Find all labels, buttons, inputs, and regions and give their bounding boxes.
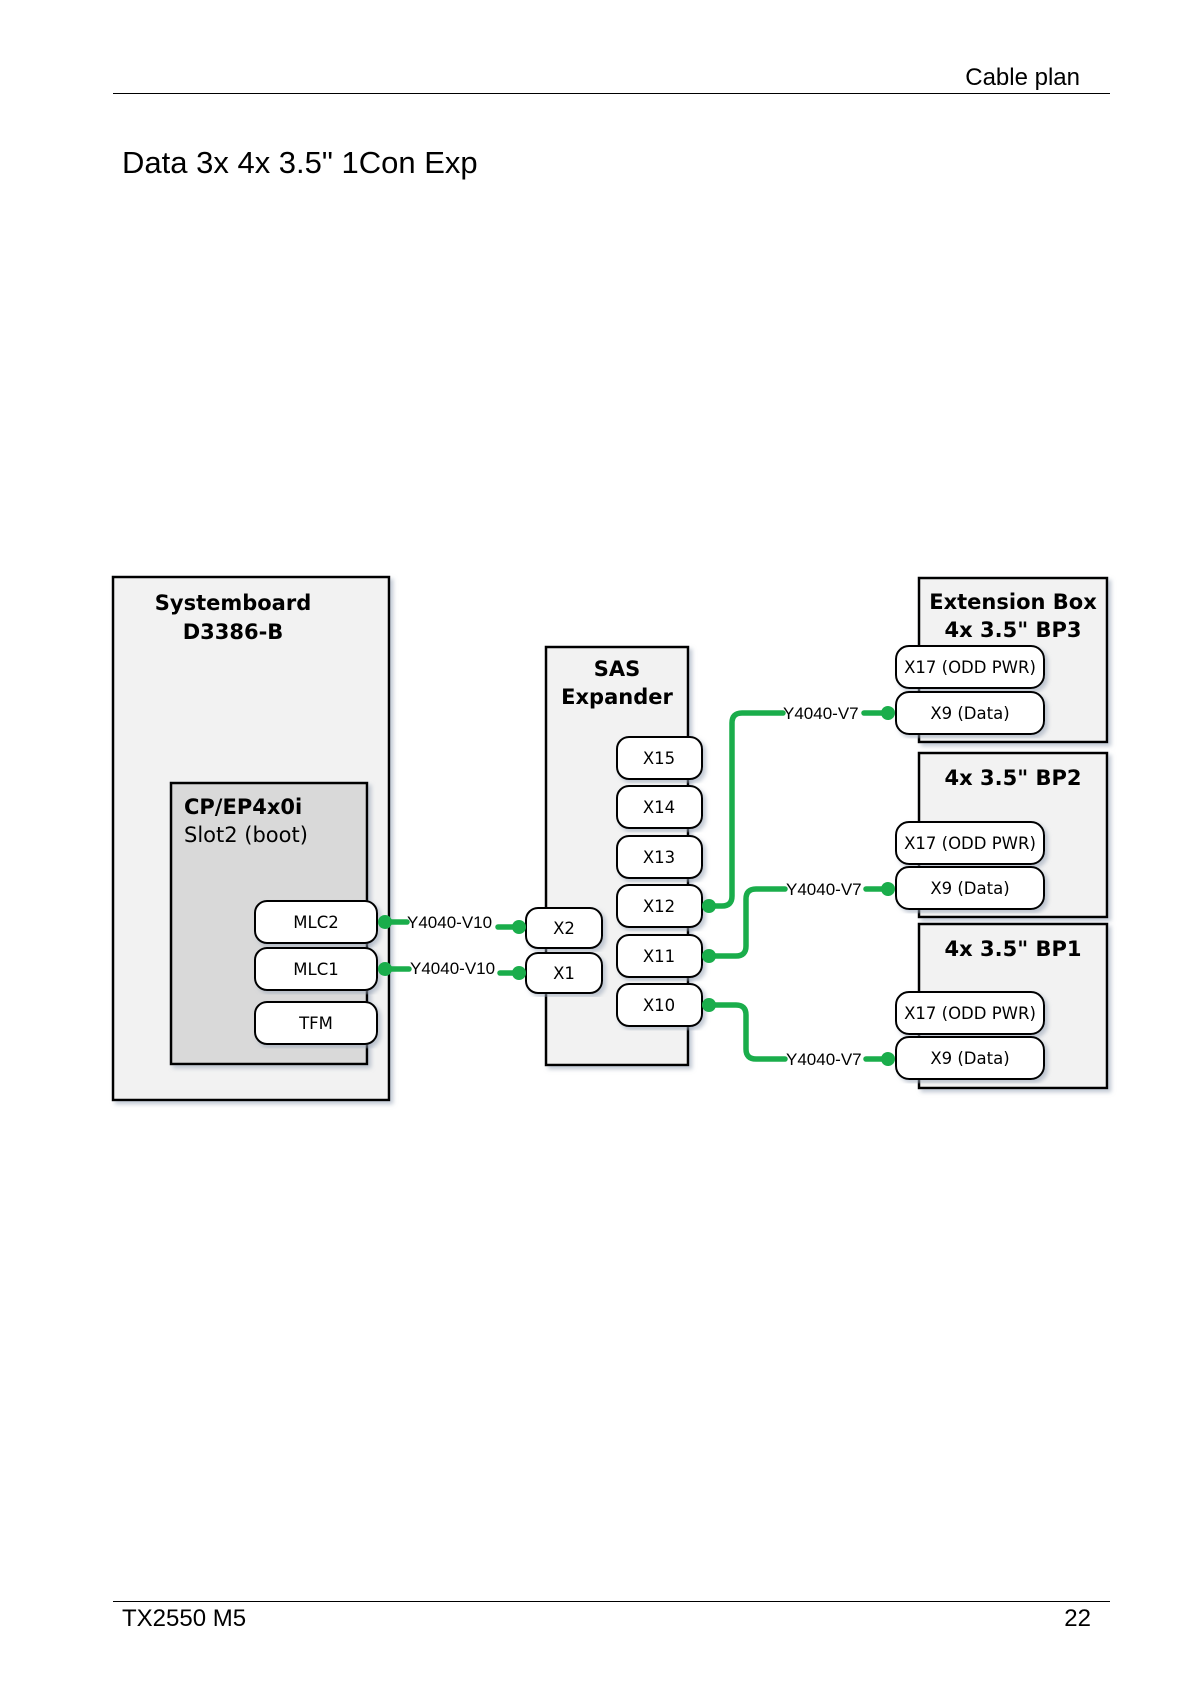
cable-x12-bp3 (706, 710, 891, 909)
port-x13-label: X13 (643, 848, 675, 867)
port-x11: X11 (616, 934, 703, 978)
bp2-port-x17-label: X17 (ODD PWR) (904, 834, 1036, 853)
port-x12: X12 (616, 884, 703, 928)
expander-label: SAS (594, 657, 641, 681)
bp3-port-x17: X17 (ODD PWR) (895, 645, 1045, 689)
bp3-port-x9: X9 (Data) (895, 691, 1045, 735)
port-x14: X14 (616, 785, 703, 829)
bp2-label: 4x 3.5" BP2 (945, 766, 1082, 790)
cable-mlc2-x2-label: Y4040-V10 (407, 913, 492, 932)
bp3-port-x9-label: X9 (Data) (930, 704, 1009, 723)
port-x15: X15 (616, 736, 703, 780)
bp1-label: 4x 3.5" BP1 (945, 937, 1082, 961)
port-x2-label: X2 (553, 919, 575, 938)
port-x15-label: X15 (643, 749, 675, 768)
controller-slot: Slot2 (boot) (184, 823, 308, 847)
bp3-port-x17-label: X17 (ODD PWR) (904, 658, 1036, 677)
bp1-port-x9: X9 (Data) (895, 1036, 1045, 1080)
port-x14-label: X14 (643, 798, 675, 817)
port-x2: X2 (525, 907, 603, 949)
port-mlc1: MLC1 (254, 947, 378, 991)
bp1-port-x9-label: X9 (Data) (930, 1049, 1009, 1068)
port-mlc2: MLC2 (254, 900, 378, 944)
bp3-sublabel: 4x 3.5" BP3 (945, 618, 1082, 642)
systemboard-model: D3386-B (183, 620, 284, 644)
bp1-port-x17-label: X17 (ODD PWR) (904, 1004, 1036, 1023)
port-mlc1-label: MLC1 (293, 960, 338, 979)
cable-x11-bp2 (706, 886, 891, 959)
port-x10: X10 (616, 983, 703, 1027)
port-x1: X1 (525, 952, 603, 994)
controller-label: CP/EP4x0i (184, 795, 302, 819)
systemboard-label: Systemboard (155, 591, 312, 615)
bp1-port-x17: X17 (ODD PWR) (895, 991, 1045, 1035)
cable-x10-bp1-label: Y4040-V7 (786, 1050, 862, 1069)
footer-model: TX2550 M5 (122, 1605, 247, 1632)
bp2-port-x17: X17 (ODD PWR) (895, 821, 1045, 865)
cable-mlc1-x1-label: Y4040-V10 (410, 959, 495, 978)
port-x13: X13 (616, 835, 703, 879)
port-x12-label: X12 (643, 897, 675, 916)
port-x10-label: X10 (643, 996, 675, 1015)
page-title: Data 3x 4x 3.5" 1Con Exp (122, 145, 478, 180)
port-tfm-label: TFM (298, 1014, 333, 1033)
bp2-port-x9: X9 (Data) (895, 866, 1045, 910)
footer-page-number: 22 (1064, 1605, 1091, 1632)
cable-x12-bp3-label: Y4040-V7 (783, 704, 859, 723)
bp3-label: Extension Box (929, 590, 1097, 614)
port-x11-label: X11 (643, 947, 675, 966)
cable-x11-bp2-label: Y4040-V7 (786, 880, 862, 899)
bp2-port-x9-label: X9 (Data) (930, 879, 1009, 898)
footer-divider (113, 1601, 1110, 1602)
expander-sublabel: Expander (561, 685, 673, 709)
header-divider (113, 93, 1110, 94)
header-section-title: Cable plan (965, 64, 1080, 91)
cable-connector-dots (378, 706, 895, 1066)
port-tfm: TFM (254, 1001, 378, 1045)
port-mlc2-label: MLC2 (293, 913, 338, 932)
port-x1-label: X1 (553, 964, 575, 983)
